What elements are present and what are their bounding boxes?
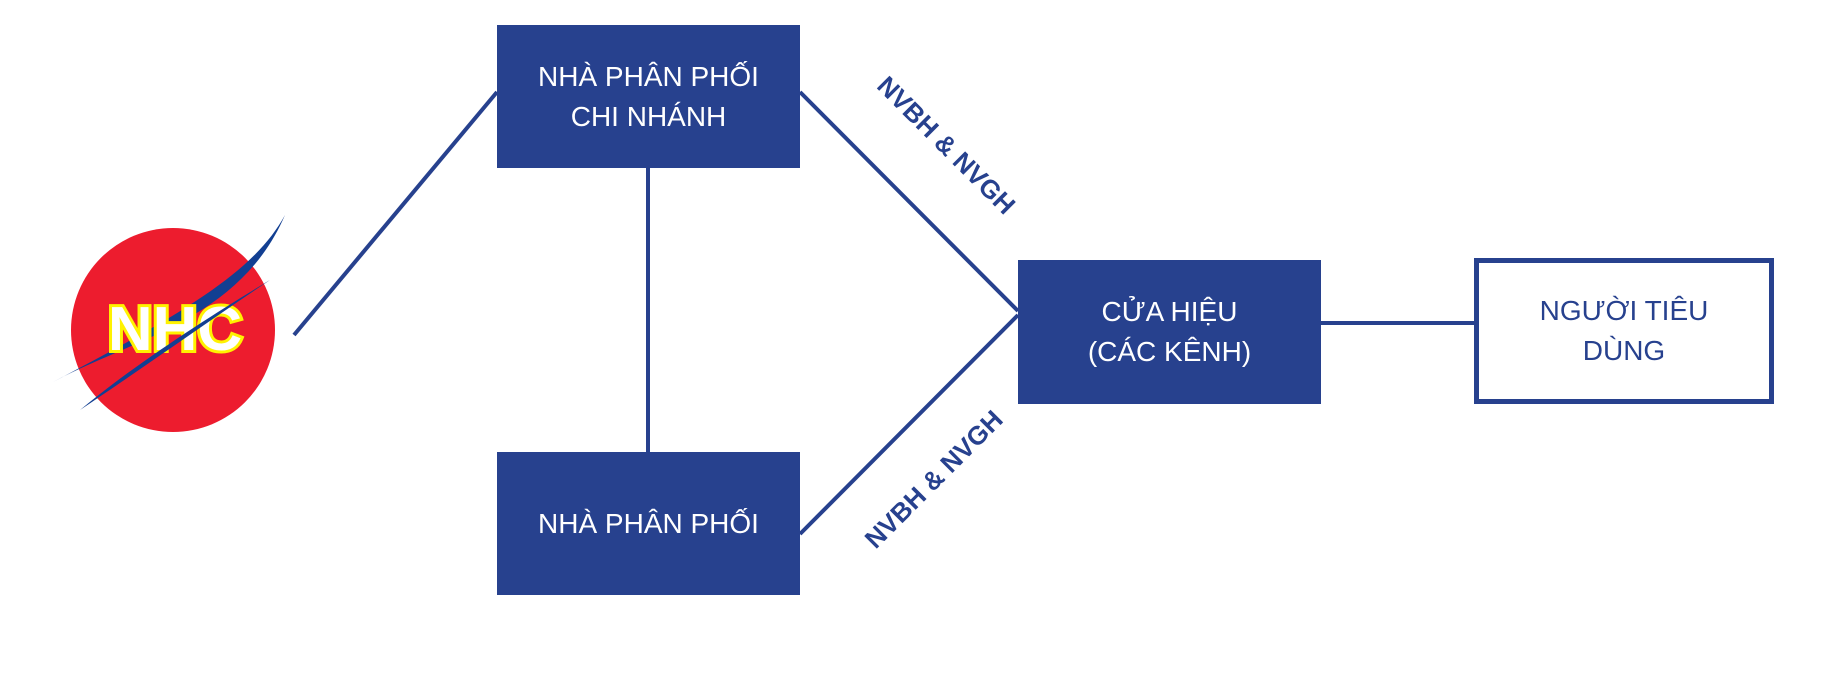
node-distributor: NHÀ PHÂN PHỐI xyxy=(497,452,800,595)
nhc-logo: NHC xyxy=(53,215,285,432)
node-label: NHÀ PHÂN PHỐI CHI NHÁNH xyxy=(538,60,759,132)
line-branch-to-store xyxy=(798,90,1020,313)
logo-text: NHC xyxy=(108,295,242,364)
line-distributor-to-store xyxy=(798,313,1020,536)
node-label: NHÀ PHÂN PHỐI xyxy=(538,507,759,539)
node-consumer: NGƯỜI TIÊU DÙNG xyxy=(1474,258,1774,404)
node-label: CỬA HIỆU (CÁC KÊNH) xyxy=(1087,296,1252,367)
node-branch-distributor: NHÀ PHÂN PHỐI CHI NHÁNH xyxy=(497,25,800,168)
node-label: NGƯỜI TIÊU DÙNG xyxy=(1539,295,1709,366)
line-logo-to-branch xyxy=(292,90,499,337)
node-store: CỬA HIỆU (CÁC KÊNH) xyxy=(1018,260,1321,404)
logo-swoosh-lower xyxy=(80,280,270,410)
